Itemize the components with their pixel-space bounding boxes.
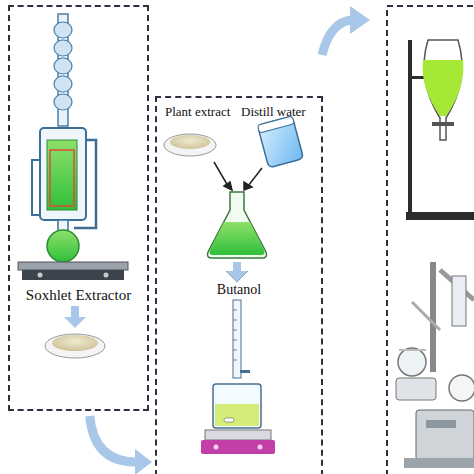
flow-arrow (64, 306, 86, 328)
separatory-funnel (406, 40, 474, 220)
step-label: Butanol (217, 282, 261, 298)
step-label: Distill water (241, 104, 306, 120)
process-panel: Soxhlet Extractor (8, 5, 149, 411)
mixing-arrows (214, 162, 262, 190)
process-panel: Plant extract Distill waterButanol (155, 96, 323, 474)
right-panel (387, 6, 474, 474)
erlenmeyer-flask (208, 192, 267, 258)
powder-dish (164, 134, 216, 156)
step-label: Plant extract (165, 104, 230, 120)
flow-arrow (90, 416, 152, 474)
flow-arrow (322, 6, 370, 55)
rotary-evaporator (396, 262, 474, 468)
powder-dish (45, 334, 105, 358)
step-label: Soxhlet Extractor (26, 287, 131, 304)
water-beaker (257, 116, 303, 168)
titration-setup (201, 300, 275, 454)
flow-arrow (226, 262, 248, 282)
soxhlet-apparatus (18, 14, 128, 280)
